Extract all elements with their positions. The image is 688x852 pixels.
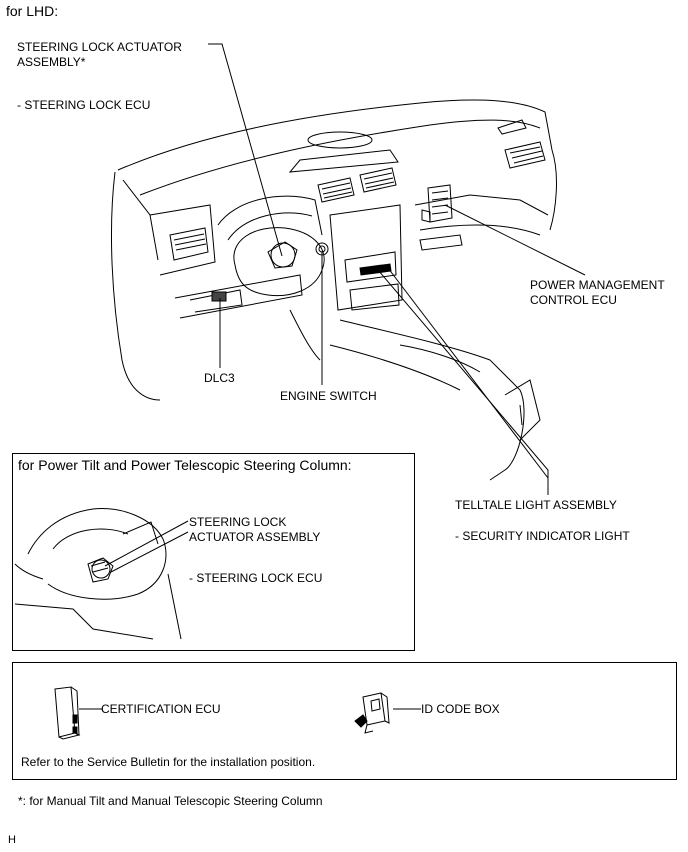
leader-telltale	[377, 269, 549, 495]
center-air-vent-left	[317, 177, 355, 203]
page-title: for LHD:	[6, 3, 59, 19]
installation-note: Refer to the Service Bulletin for the in…	[21, 755, 316, 769]
footnote: *: for Manual Tilt and Manual Telescopic…	[18, 794, 323, 808]
label-security-indicator-light: - SECURITY INDICATOR LIGHT	[455, 529, 630, 543]
power-management-ecu-shape	[427, 184, 453, 223]
telltale-light	[359, 263, 392, 276]
center-air-vent-right	[359, 167, 397, 193]
label-dlc3: DLC3	[204, 371, 235, 385]
inset-label-actuator: STEERING LOCK ACTUATOR ASSEMBLY	[189, 515, 321, 544]
label-power-management-ecu: POWER MANAGEMENT CONTROL ECU	[530, 278, 665, 307]
label-id-code-box: ID CODE BOX	[421, 702, 500, 716]
label-steering-lock-ecu: - STEERING LOCK ECU	[17, 98, 151, 112]
label-certification-ecu: CERTIFICATION ECU	[101, 702, 221, 716]
leader-steering-lock	[208, 43, 283, 257]
right-air-vent	[504, 141, 546, 169]
dashboard-top-outline	[117, 99, 557, 231]
label-telltale-light-assembly: TELLTALE LIGHT ASSEMBLY	[455, 498, 617, 512]
components-box: CERTIFICATION ECU ID CODE BOX Refer to t…	[12, 662, 677, 780]
corner-mark: H	[8, 834, 16, 846]
power-tilt-inset: for Power Tilt and Power Telescopic Stee…	[12, 453, 415, 651]
inset-actuator-shape	[87, 557, 114, 583]
label-engine-switch: ENGINE SWITCH	[280, 389, 377, 403]
certification-ecu-leader	[79, 708, 103, 710]
steering-wheel	[233, 227, 325, 297]
inset-steering-illustration	[14, 508, 189, 640]
leader-power-management	[444, 204, 586, 276]
dlc3-connector	[211, 291, 227, 302]
inset-title: for Power Tilt and Power Telescopic Stee…	[18, 457, 352, 473]
inset-label-ecu: - STEERING LOCK ECU	[189, 571, 323, 585]
certification-ecu-icon	[54, 686, 81, 740]
label-steering-lock-actuator: STEERING LOCK ACTUATOR ASSEMBLY*	[17, 40, 182, 69]
inset-leader	[104, 520, 189, 567]
left-air-vent	[169, 227, 209, 261]
id-code-box-leader	[393, 708, 421, 710]
id-code-box-icon	[354, 692, 390, 734]
